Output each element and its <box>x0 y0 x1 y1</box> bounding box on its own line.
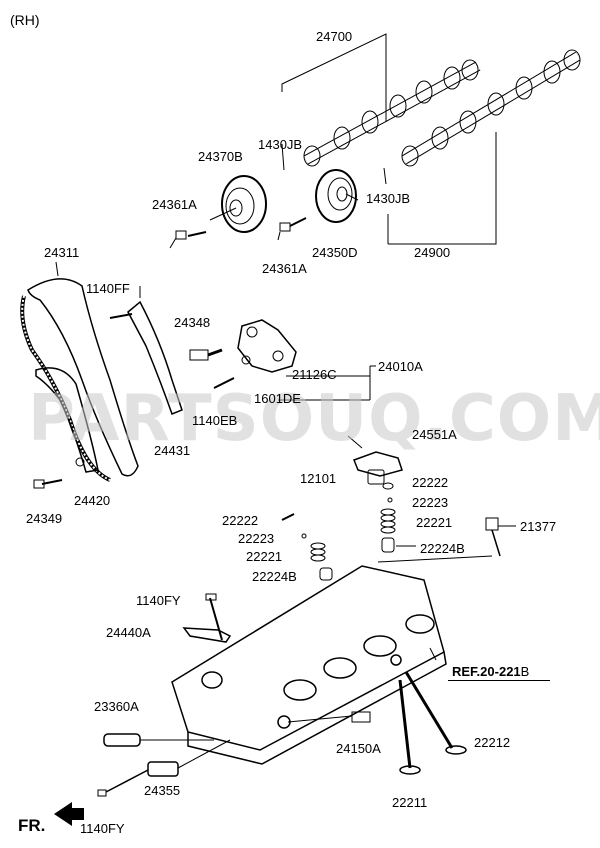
cvvt-sprocket-24370b <box>209 175 267 233</box>
part-label[interactable]: 24350D <box>312 245 358 260</box>
part-label[interactable]: 24431 <box>154 443 191 458</box>
part-label[interactable]: 1601DE <box>254 391 301 406</box>
sensor-24355 <box>147 761 179 777</box>
lash-adjuster-12101 <box>367 469 385 485</box>
part-label[interactable]: 24700 <box>316 29 353 44</box>
part-label[interactable]: 21126C <box>292 367 337 382</box>
timing-chain-24311 <box>20 278 139 482</box>
valve-spring-22221-left <box>310 542 326 562</box>
reference-link[interactable]: REF.20-221B <box>452 664 529 679</box>
part-label[interactable]: 24150A <box>336 741 381 756</box>
camshaft-24900 <box>401 49 581 167</box>
part-label[interactable]: 22221 <box>416 515 453 530</box>
part-label[interactable]: 12101 <box>300 471 337 486</box>
part-label[interactable]: 21377 <box>520 519 557 534</box>
tensioner-bracket-24010a <box>237 319 297 373</box>
chain-guide-24431 <box>127 300 183 415</box>
part-label[interactable]: 22211 <box>392 795 428 810</box>
part-label[interactable]: 22222 <box>222 513 259 528</box>
part-label[interactable]: 22223 <box>412 495 449 510</box>
part-label[interactable]: 24010A <box>378 359 423 374</box>
part-label[interactable]: 1430JB <box>258 137 303 152</box>
sensor-21377 <box>485 517 499 531</box>
part-label[interactable]: 1140FF <box>86 281 130 296</box>
ocv-24150a <box>351 711 371 723</box>
part-label[interactable]: 23360A <box>94 699 139 714</box>
part-label[interactable]: 24311 <box>44 245 80 260</box>
exhaust-valve-22212 <box>404 671 467 755</box>
part-label[interactable]: 24355 <box>144 783 181 798</box>
part-label[interactable]: 22224B <box>252 569 297 584</box>
intake-valve-22211 <box>398 679 421 775</box>
part-label[interactable]: 22223 <box>238 531 275 546</box>
watermark: PARTSOUQ.COM <box>28 382 600 456</box>
part-label[interactable]: 24420 <box>74 493 111 508</box>
spark-plug-23360a <box>103 733 141 747</box>
camshaft-24700 <box>303 59 481 167</box>
bracket-24440a <box>182 627 232 643</box>
part-label[interactable]: 1140FY <box>136 593 181 608</box>
part-label[interactable]: 22221 <box>246 549 283 564</box>
part-label[interactable]: 1140EB <box>192 413 238 428</box>
reference-prefix: REF.20-221 <box>452 664 521 679</box>
part-label[interactable]: 24348 <box>174 315 211 330</box>
part-label[interactable]: 24370B <box>198 149 243 164</box>
rocker-arm-24551a <box>353 451 403 477</box>
part-label[interactable]: 22222 <box>412 475 449 490</box>
part-label[interactable]: 1430JB <box>366 191 411 206</box>
reference-underline <box>448 660 550 681</box>
side-label: (RH) <box>10 12 40 28</box>
part-label[interactable]: 22224B <box>420 541 465 556</box>
part-label[interactable]: 24361A <box>152 197 197 212</box>
valve-spring-22221-right <box>380 508 396 534</box>
part-label[interactable]: 24900 <box>414 245 451 260</box>
front-label: FR. <box>18 816 46 835</box>
reference-suffix: B <box>520 664 530 679</box>
part-label[interactable]: 24440A <box>106 625 151 640</box>
tensioner-arm-24420 <box>35 367 99 473</box>
front-arrow-icon <box>54 802 84 826</box>
part-label[interactable]: 24361A <box>262 261 307 276</box>
part-label[interactable]: 24349 <box>26 511 63 526</box>
part-label[interactable]: 22212 <box>474 735 511 750</box>
part-label[interactable]: 24551A <box>412 427 457 442</box>
cylinder-head <box>171 565 447 765</box>
part-label[interactable]: 1140FY <box>80 821 125 836</box>
cvvt-sprocket-24350d <box>315 169 359 223</box>
